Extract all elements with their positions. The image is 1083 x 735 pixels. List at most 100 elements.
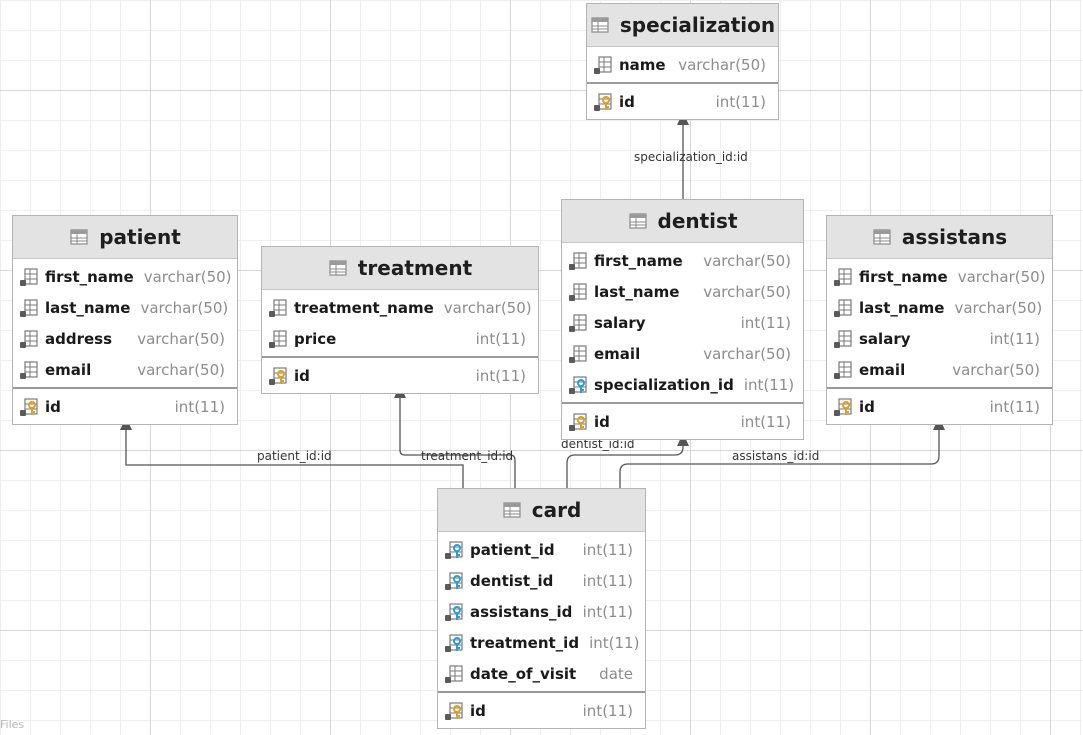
column-type: varchar(50)	[143, 267, 232, 286]
column-name: assistans_id	[470, 602, 573, 621]
column-type: int(11)	[475, 366, 526, 385]
column-name: last_name	[45, 298, 131, 317]
relation-line-patient	[125, 425, 464, 489]
column-name: date_of_visit	[470, 664, 577, 683]
table-icon	[590, 15, 610, 35]
column-row[interactable]: id int(11)	[827, 391, 1052, 422]
column-icon	[19, 267, 39, 287]
foreign-key-icon	[444, 633, 464, 653]
table-header[interactable]: patient	[13, 216, 237, 259]
column-type: date	[599, 664, 633, 683]
column-name: id	[859, 397, 875, 416]
column-row[interactable]: salary int(11)	[827, 323, 1052, 354]
relation-line-dentist	[566, 442, 684, 489]
column-name: first_name	[45, 267, 134, 286]
column-type: varchar(50)	[678, 55, 766, 74]
table-title: assistans	[901, 225, 1008, 249]
primary-key-icon	[833, 397, 853, 417]
column-type: varchar(50)	[140, 298, 229, 317]
table-icon	[69, 227, 89, 247]
column-name: treatment_name	[294, 298, 434, 317]
column-icon	[568, 282, 588, 302]
column-row[interactable]: last_name varchar(50)	[13, 292, 237, 323]
relation-line-treatment	[399, 392, 516, 489]
column-name: salary	[594, 313, 646, 332]
column-name: first_name	[594, 251, 683, 270]
column-type: int(11)	[989, 397, 1040, 416]
column-type: varchar(50)	[952, 360, 1040, 379]
column-type: varchar(50)	[703, 282, 791, 301]
column-type: int(11)	[475, 329, 526, 348]
table-header[interactable]: specialization	[587, 4, 778, 47]
table-title: card	[531, 498, 582, 522]
table-header[interactable]: dentist	[562, 200, 803, 243]
column-icon	[833, 298, 853, 318]
table-header[interactable]: assistans	[827, 216, 1052, 259]
column-name: id	[470, 701, 486, 720]
table-title: treatment	[357, 256, 473, 280]
relation-label-patient: patient_id:id	[257, 449, 332, 463]
column-row[interactable]: id int(11)	[13, 391, 237, 422]
column-icon	[833, 329, 853, 349]
column-name: salary	[859, 329, 911, 348]
column-name: email	[859, 360, 906, 379]
column-row[interactable]: date_of_visit date	[438, 658, 645, 689]
column-icon	[568, 344, 588, 364]
column-row[interactable]: id int(11)	[438, 695, 645, 726]
column-type: int(11)	[582, 571, 633, 590]
table-title: dentist	[657, 209, 738, 233]
column-name: id	[45, 397, 61, 416]
column-type: int(11)	[989, 329, 1040, 348]
column-name: specialization_id	[594, 375, 734, 394]
column-type: int(11)	[174, 397, 225, 416]
column-name: email	[594, 344, 641, 363]
column-type: int(11)	[582, 701, 633, 720]
foreign-key-icon	[444, 602, 464, 622]
primary-key-icon	[593, 92, 613, 112]
column-icon	[268, 298, 288, 318]
table-title: specialization	[619, 13, 776, 37]
column-row[interactable]: email varchar(50)	[827, 354, 1052, 385]
primary-key-icon	[568, 412, 588, 432]
table-header[interactable]: treatment	[262, 247, 538, 290]
column-row[interactable]: first_name varchar(50)	[13, 261, 237, 292]
column-type: varchar(50)	[137, 329, 225, 348]
table-icon	[628, 211, 648, 231]
foreign-key-icon	[444, 540, 464, 560]
table-header[interactable]: card	[438, 489, 645, 532]
column-icon	[444, 664, 464, 684]
column-name: id	[619, 92, 635, 111]
column-name: first_name	[859, 267, 948, 286]
column-icon	[568, 313, 588, 333]
column-icon	[268, 329, 288, 349]
